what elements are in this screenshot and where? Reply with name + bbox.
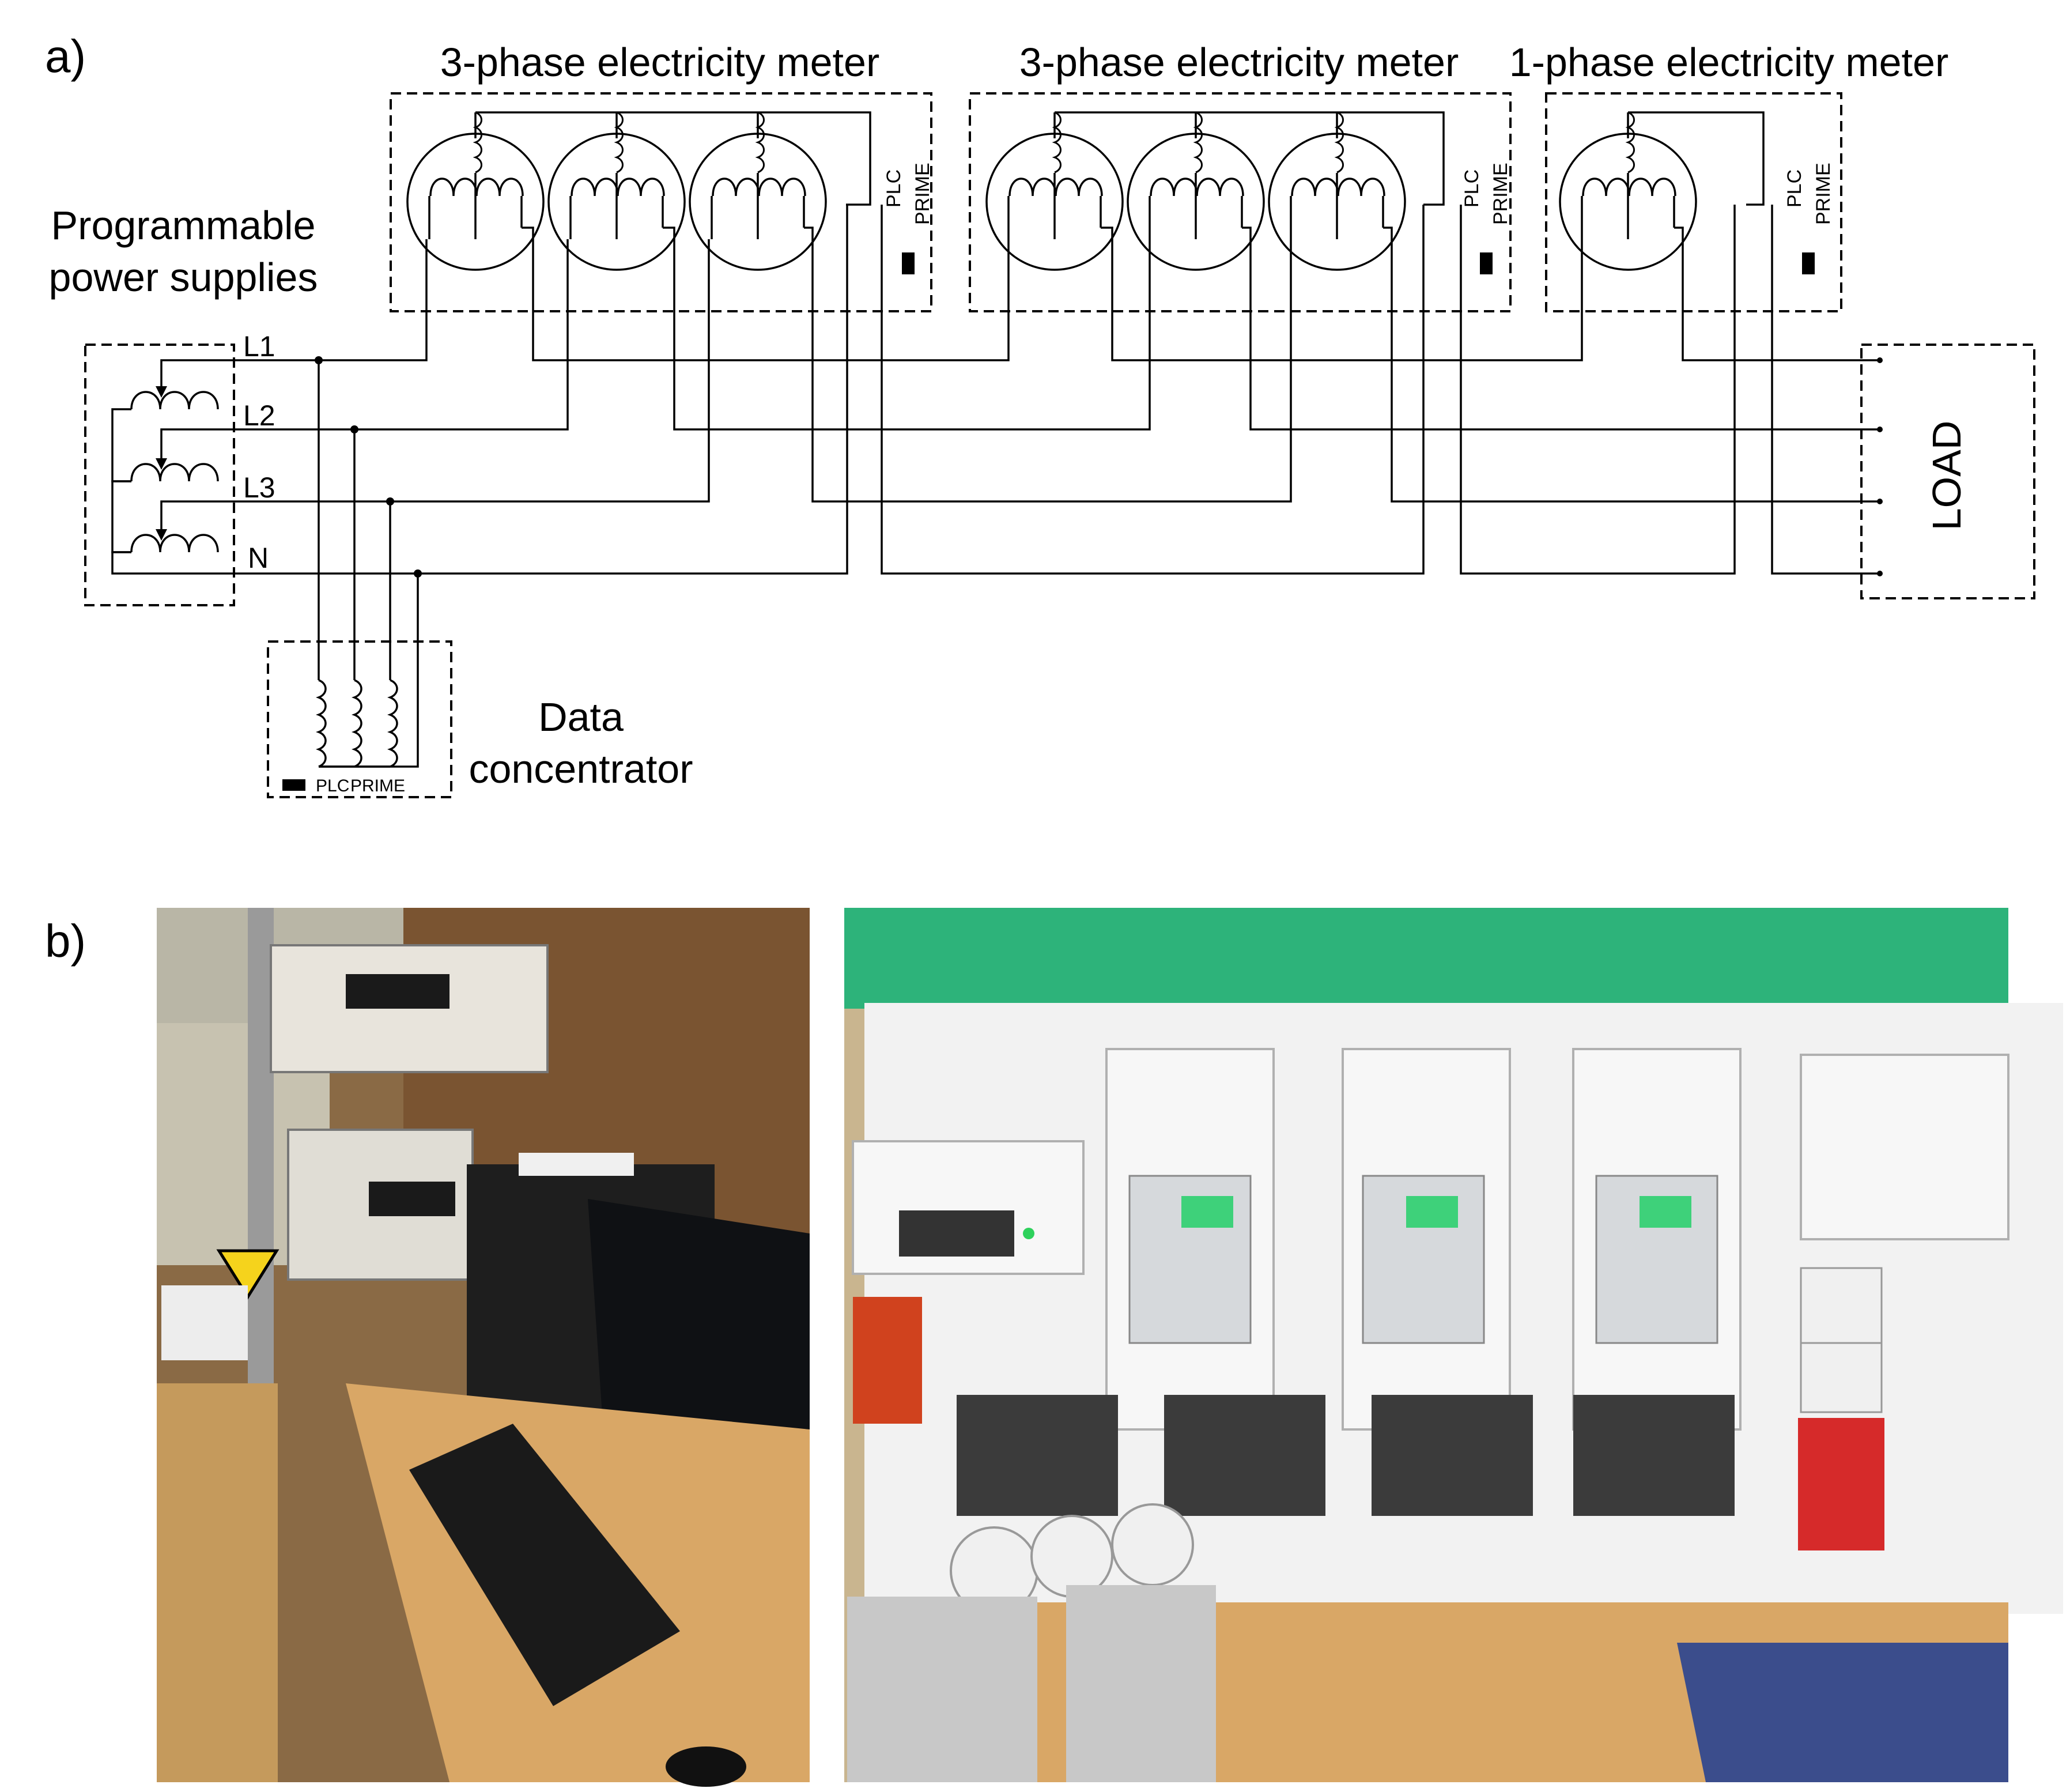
concentrator-label-1: Data bbox=[538, 695, 624, 740]
load-box bbox=[1860, 344, 2035, 599]
panel-b-tag: b) bbox=[45, 915, 86, 967]
meter3-plc-label: PLC bbox=[1784, 169, 1805, 208]
meter1-title: 3-phase electricity meter bbox=[440, 40, 880, 85]
power-supply-label-1: Programmable bbox=[51, 203, 315, 248]
meter2-title: 3-phase electricity meter bbox=[1019, 40, 1459, 85]
meter3-box bbox=[1545, 92, 1842, 312]
line-l3-label: L3 bbox=[243, 471, 275, 504]
power-supply-box bbox=[84, 344, 235, 606]
concentrator-coil-3 bbox=[389, 679, 398, 768]
meter2-plc-label: PLC bbox=[1461, 169, 1483, 208]
wire-l3-in bbox=[242, 239, 710, 503]
meter2-box bbox=[969, 92, 1512, 312]
concentrator-coil-1 bbox=[318, 679, 327, 768]
load-label: LOAD bbox=[1924, 421, 1969, 531]
wire-l1-in bbox=[242, 239, 428, 361]
concentrator-plc-module bbox=[282, 779, 305, 791]
meter3-title: 1-phase electricity meter bbox=[1509, 40, 1949, 85]
power-supply-coil-l2 bbox=[130, 463, 219, 482]
concentrator-label-2: concentrator bbox=[469, 746, 693, 791]
line-l1-label: L1 bbox=[243, 330, 275, 363]
concentrator-box bbox=[267, 640, 452, 798]
panel-a-tag: a) bbox=[45, 31, 86, 82]
wire-n-in bbox=[426, 205, 848, 575]
concentrator-coil-2 bbox=[353, 679, 362, 768]
meter1-plc-label: PLC bbox=[883, 169, 905, 208]
meter1-plc-module bbox=[902, 252, 915, 274]
power-supply-label-2: power supplies bbox=[49, 255, 318, 300]
meter1-box bbox=[390, 92, 932, 312]
meter2-plc-module bbox=[1480, 252, 1493, 274]
concentrator-prime-label: PRIME bbox=[350, 776, 405, 795]
power-supply-coil-l1 bbox=[130, 391, 219, 410]
line-l2-label: L2 bbox=[243, 399, 275, 432]
power-supply-coil-l3 bbox=[130, 534, 219, 553]
meter3-plc-module bbox=[1802, 252, 1815, 274]
photo-lab-bench bbox=[157, 908, 810, 1787]
photo-meter-board bbox=[844, 908, 2063, 1782]
meter3-prime-label: PRIME bbox=[1812, 163, 1834, 225]
line-n-label: N bbox=[248, 542, 269, 574]
concentrator-plc-label: PLC bbox=[316, 776, 349, 795]
meter2-prime-label: PRIME bbox=[1490, 163, 1512, 225]
meter1-prime-label: PRIME bbox=[912, 163, 934, 225]
